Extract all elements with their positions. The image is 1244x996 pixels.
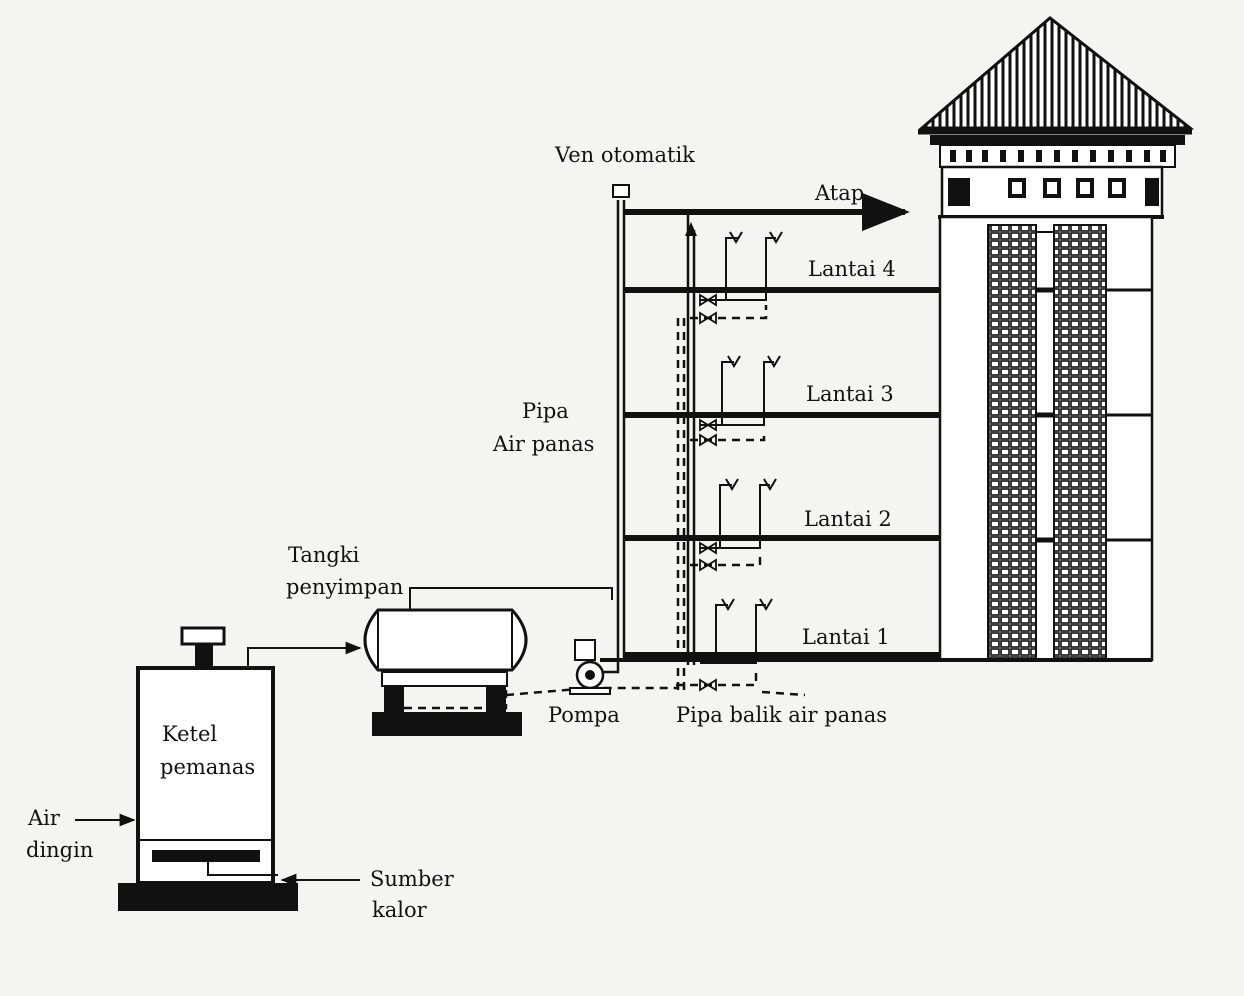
heat-source-label-line1: Sumber xyxy=(370,867,455,891)
floor2-label: Lantai 2 xyxy=(804,507,892,531)
automatic-vent-icon xyxy=(612,184,630,198)
hot-pipe-label-line1: Pipa xyxy=(522,399,569,423)
return-pipe-label: Pipa balik air panas xyxy=(676,703,887,727)
hot-pipe-label-line2: Air panas xyxy=(492,432,594,456)
floor1-label: Lantai 1 xyxy=(802,625,890,649)
floor-branches xyxy=(676,231,783,692)
floor-slabs xyxy=(624,192,940,658)
cold-water-label-line2: dingin xyxy=(26,838,93,862)
cold-water-label-line1: Air xyxy=(27,806,61,830)
tank-label-line1: Tangki xyxy=(288,543,360,567)
heat-source-label-line2: kalor xyxy=(372,898,428,922)
boiler-label-line2: pemanas xyxy=(160,755,255,779)
floor3-label: Lantai 3 xyxy=(806,382,894,406)
storage-tank xyxy=(363,587,613,736)
boiler-label-line1: Ketel xyxy=(162,722,217,746)
roof-label: Atap xyxy=(814,181,864,205)
boiler xyxy=(118,626,362,911)
vent-label: Ven otomatik xyxy=(554,143,695,167)
riser-pipes xyxy=(612,184,697,690)
building xyxy=(600,16,1195,662)
floor4-label: Lantai 4 xyxy=(808,257,896,281)
pump xyxy=(569,639,620,695)
tank-label-line2: penyimpan xyxy=(286,575,403,599)
tower-roof xyxy=(917,16,1195,130)
pump-label: Pompa xyxy=(548,703,620,727)
